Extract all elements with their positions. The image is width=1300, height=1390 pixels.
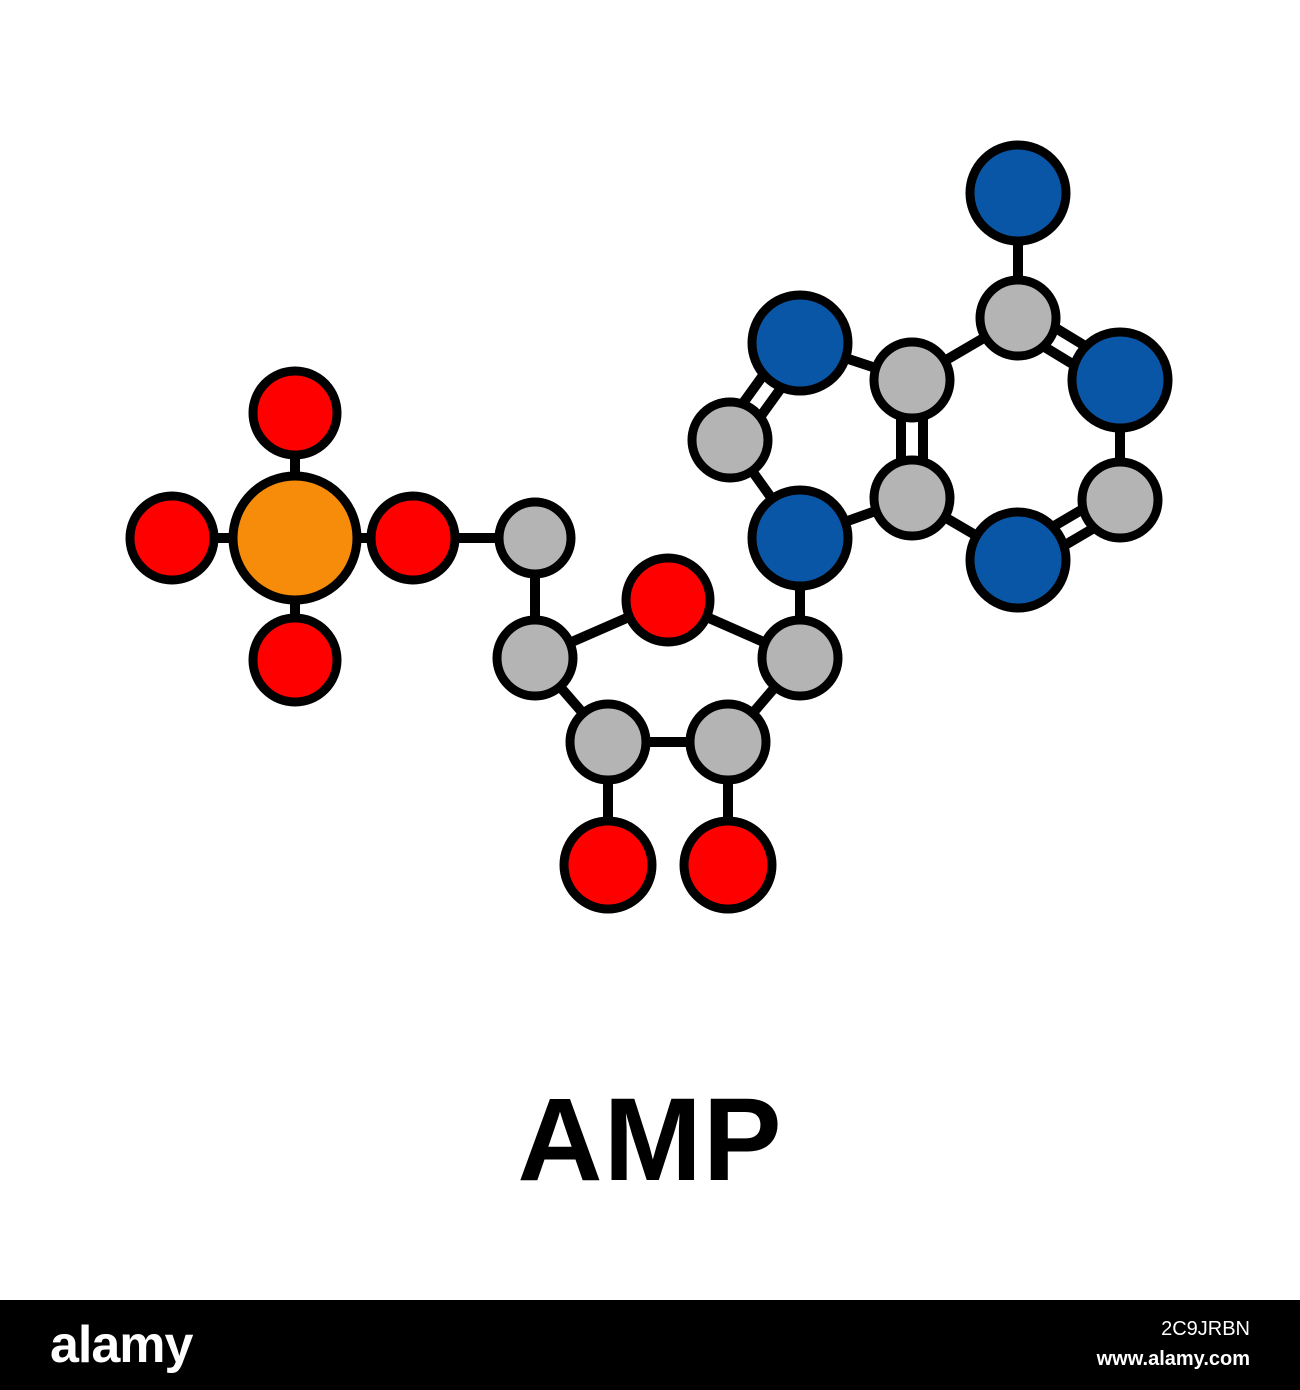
atom-nitrogen-n3 bbox=[965, 507, 1071, 613]
atom-carbon-c4 bbox=[869, 455, 955, 541]
atom-nitrogen-n1 bbox=[1067, 327, 1173, 433]
atom-carbon-c8 bbox=[687, 397, 773, 483]
molecule-title: AMP bbox=[517, 1074, 783, 1206]
brand-logo: alamy bbox=[50, 1316, 193, 1374]
atom-carbon-c3p bbox=[565, 699, 651, 785]
image-id: 2C9JRBN bbox=[1161, 1318, 1250, 1340]
atom-carbon-c6 bbox=[975, 275, 1061, 361]
atom-oxygen-o3p bbox=[559, 816, 657, 914]
footer-bar: alamy 2C9JRBN www.alamy.com bbox=[0, 1300, 1300, 1390]
atom-oxygen-o3 bbox=[248, 613, 342, 707]
molecule-diagram: AMP bbox=[125, 140, 1173, 1206]
amp-structure bbox=[125, 140, 1173, 914]
atom-oxygen-o1 bbox=[248, 366, 342, 460]
atom-nitrogen-n7 bbox=[747, 290, 853, 396]
atom-carbon-c4p bbox=[492, 615, 578, 701]
atom-carbon-c2p bbox=[685, 699, 771, 785]
atom-carbon-c5 bbox=[869, 337, 955, 423]
atom-oxygen-o5p bbox=[366, 491, 460, 585]
atom-carbon-c2 bbox=[1077, 457, 1163, 543]
atom-carbon-c5p bbox=[494, 497, 576, 579]
atom-phosphorus-p bbox=[228, 471, 362, 605]
site-url: www.alamy.com bbox=[1096, 1348, 1250, 1370]
atom-oxygen-o2p bbox=[679, 816, 777, 914]
atom-nitrogen-n9 bbox=[747, 485, 853, 591]
atom-oxygen-o2 bbox=[125, 491, 219, 585]
atom-carbon-c1p bbox=[757, 615, 843, 701]
atom-oxygen-o4p bbox=[621, 553, 715, 647]
atom-layer bbox=[125, 140, 1173, 914]
atom-nitrogen-n6 bbox=[965, 140, 1071, 246]
